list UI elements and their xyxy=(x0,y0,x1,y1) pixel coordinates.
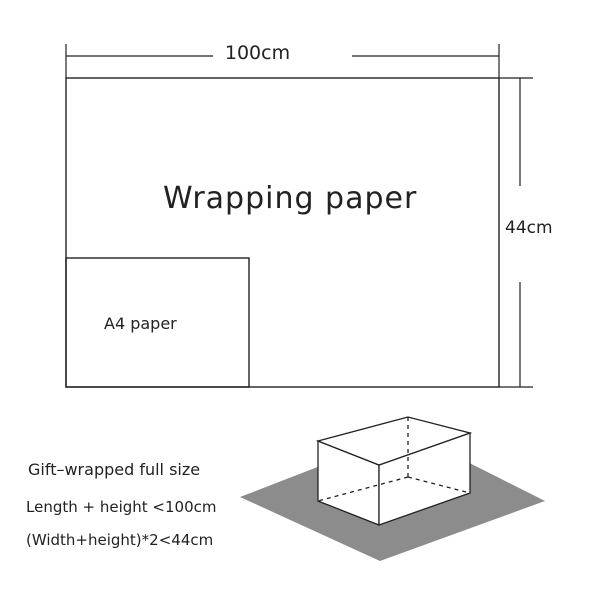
height-dimension xyxy=(499,77,533,388)
length-height-rule: Length + height <100cm xyxy=(26,498,217,516)
height-dimension-label: 44cm xyxy=(505,218,553,238)
gift-box xyxy=(315,416,473,526)
a4-paper-sheet xyxy=(65,257,250,388)
a4-paper-label: A4 paper xyxy=(104,314,177,333)
gift-box-hidden-edges xyxy=(317,417,471,502)
gift-size-title: Gift–wrapped full size xyxy=(28,460,201,479)
wrapping-paper-label: Wrapping paper xyxy=(163,181,418,216)
width-height-rule: (Width+height)*2<44cm xyxy=(26,531,214,549)
width-dimension-label: 100cm xyxy=(224,42,291,64)
wrapping-paper-sheet xyxy=(65,77,500,388)
gift-box-hidden-right-edge xyxy=(407,476,471,494)
gift-box-top-face xyxy=(315,416,473,466)
width-dimension xyxy=(65,44,500,78)
